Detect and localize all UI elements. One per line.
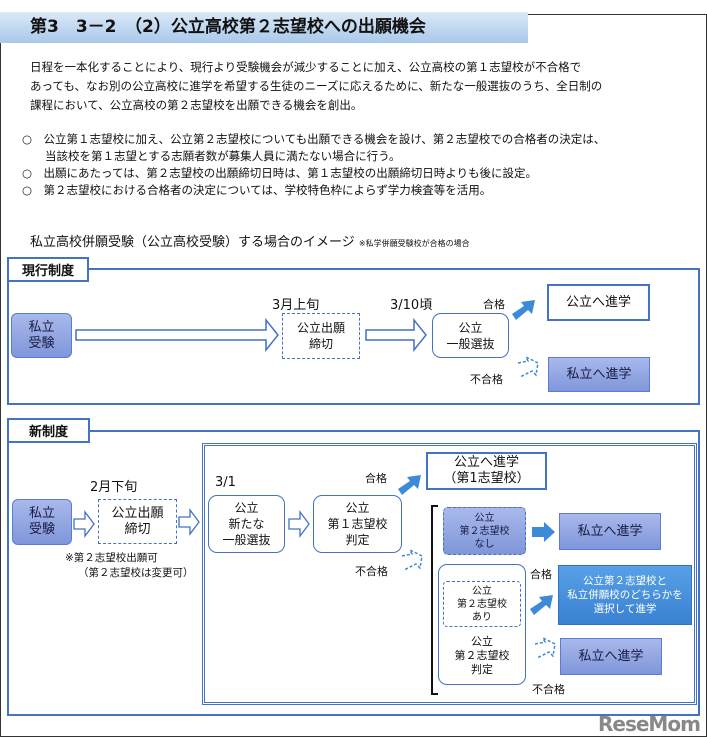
- date-label: 2月下旬: [90, 480, 138, 495]
- bullet-item: ○ 第２志望校における合格者の決定については、学校特色枠によらず学力検査等を活用…: [22, 183, 492, 197]
- bullet-list: ○ 公立第１志望校に加え、公立第２志望校についても出願できる機会を設け、第２志望…: [22, 131, 605, 199]
- second-choice-judgment-label: 公立 第２志望校 判定: [454, 635, 510, 676]
- current-system-panel: [7, 268, 700, 405]
- intro-line: 日程を一本化することにより、現行より受験機会が減少することに加え、公立高校の第１…: [30, 60, 582, 74]
- has-second-choice-box: 公立 第２志望校 あり: [443, 581, 521, 627]
- note-line: （第２志望校は変更可）: [78, 567, 194, 579]
- to-private-box: 私立へ進学: [559, 513, 661, 550]
- watermark-logo: ReseMom: [598, 712, 701, 736]
- date-label: 3/10頃: [390, 298, 433, 313]
- bullet-item: 当該校を第１志望とする志願者数が募集人員に満たない場合に行う。: [22, 149, 401, 163]
- image-heading-text: 私立高校併願受験（公立高校受験）する場合のイメージ: [30, 235, 355, 250]
- new-general-selection-box: 公立 新たな 一般選抜: [208, 495, 285, 553]
- new-system-panel: [7, 430, 700, 716]
- pass-label: 合格: [483, 298, 505, 311]
- private-exam-box: 私立 受験: [11, 313, 72, 358]
- public-general-selection-box: 公立 一般選抜: [432, 313, 509, 358]
- fail-arrow-icon: [517, 355, 539, 378]
- public-deadline-box: 公立出願 締切: [282, 313, 360, 359]
- arrow-icon: [532, 522, 555, 542]
- page-title: 第3 3－2 （2）公立高校第２志望校への出願機会: [0, 12, 528, 43]
- intro-line: あっても、なお別の公立高校に進学を希望する生徒のニーズに応えるために、新たな一般…: [30, 79, 603, 93]
- fail-label: 不合格: [355, 565, 388, 578]
- to-private-box: 私立へ進学: [548, 357, 650, 392]
- public-deadline-box: 公立出願 締切: [98, 499, 177, 544]
- bracket-icon: [431, 505, 438, 695]
- fail-arrow-icon: [401, 548, 423, 571]
- to-public-box: 公立へ進学: [547, 284, 650, 321]
- fail-label: 不合格: [470, 373, 503, 386]
- to-private-box: 私立へ進学: [560, 638, 662, 675]
- pass-label: 合格: [365, 472, 387, 485]
- date-label: 3月上旬: [272, 298, 320, 313]
- pass-arrow-icon: [398, 475, 421, 495]
- new-system-tag: 新制度: [7, 418, 90, 443]
- private-exam-box: 私立 受験: [12, 499, 72, 545]
- bullet-item: ○ 公立第１志望校に加え、公立第２志望校についても出願できる機会を設け、第２志望…: [22, 132, 606, 146]
- arrow-icon: [288, 510, 310, 538]
- pass-label: 合格: [530, 568, 552, 581]
- image-note: ※私学併願受験校が合格の場合: [358, 239, 470, 248]
- fail-label: 不合格: [532, 683, 565, 696]
- image-heading: 私立高校併願受験（公立高校受験）する場合のイメージ ※私学併願受験校が合格の場合: [30, 231, 470, 250]
- to-public-first-choice-box: 公立へ進学 （第1志望校）: [426, 452, 547, 490]
- new-selection-area: [202, 443, 697, 705]
- first-choice-judgment-box: 公立 第１志望校 判定: [313, 495, 402, 553]
- no-second-choice-box: 公立 第２志望校 なし: [443, 507, 526, 555]
- arrow-icon: [73, 510, 95, 538]
- bullet-item: ○ 出願にあたっては、第２志望校の出願締切日時は、第１志望校の出願締切日時よりも…: [22, 166, 537, 180]
- intro-text: 日程を一本化することにより、現行より受験機会が減少することに加え、公立高校の第１…: [30, 58, 602, 115]
- note-line: ※第２志望校出願可: [65, 552, 158, 564]
- current-system-tag: 現行制度: [7, 257, 89, 282]
- fail-arrow-icon: [534, 636, 556, 659]
- date-label: 3/1: [215, 475, 236, 490]
- arrow-icon: [75, 317, 279, 353]
- pass-arrow-icon: [530, 595, 553, 615]
- intro-line: 課程において、公立高校の第２志望校を出願できる機会を創出。: [30, 98, 363, 112]
- arrow-icon: [365, 317, 427, 353]
- arrow-icon: [178, 508, 200, 536]
- pass-arrow-icon: [512, 300, 535, 320]
- choose-school-box: 公立第２志望校と 私立併願校のどちらかを 選択して進学: [558, 565, 692, 625]
